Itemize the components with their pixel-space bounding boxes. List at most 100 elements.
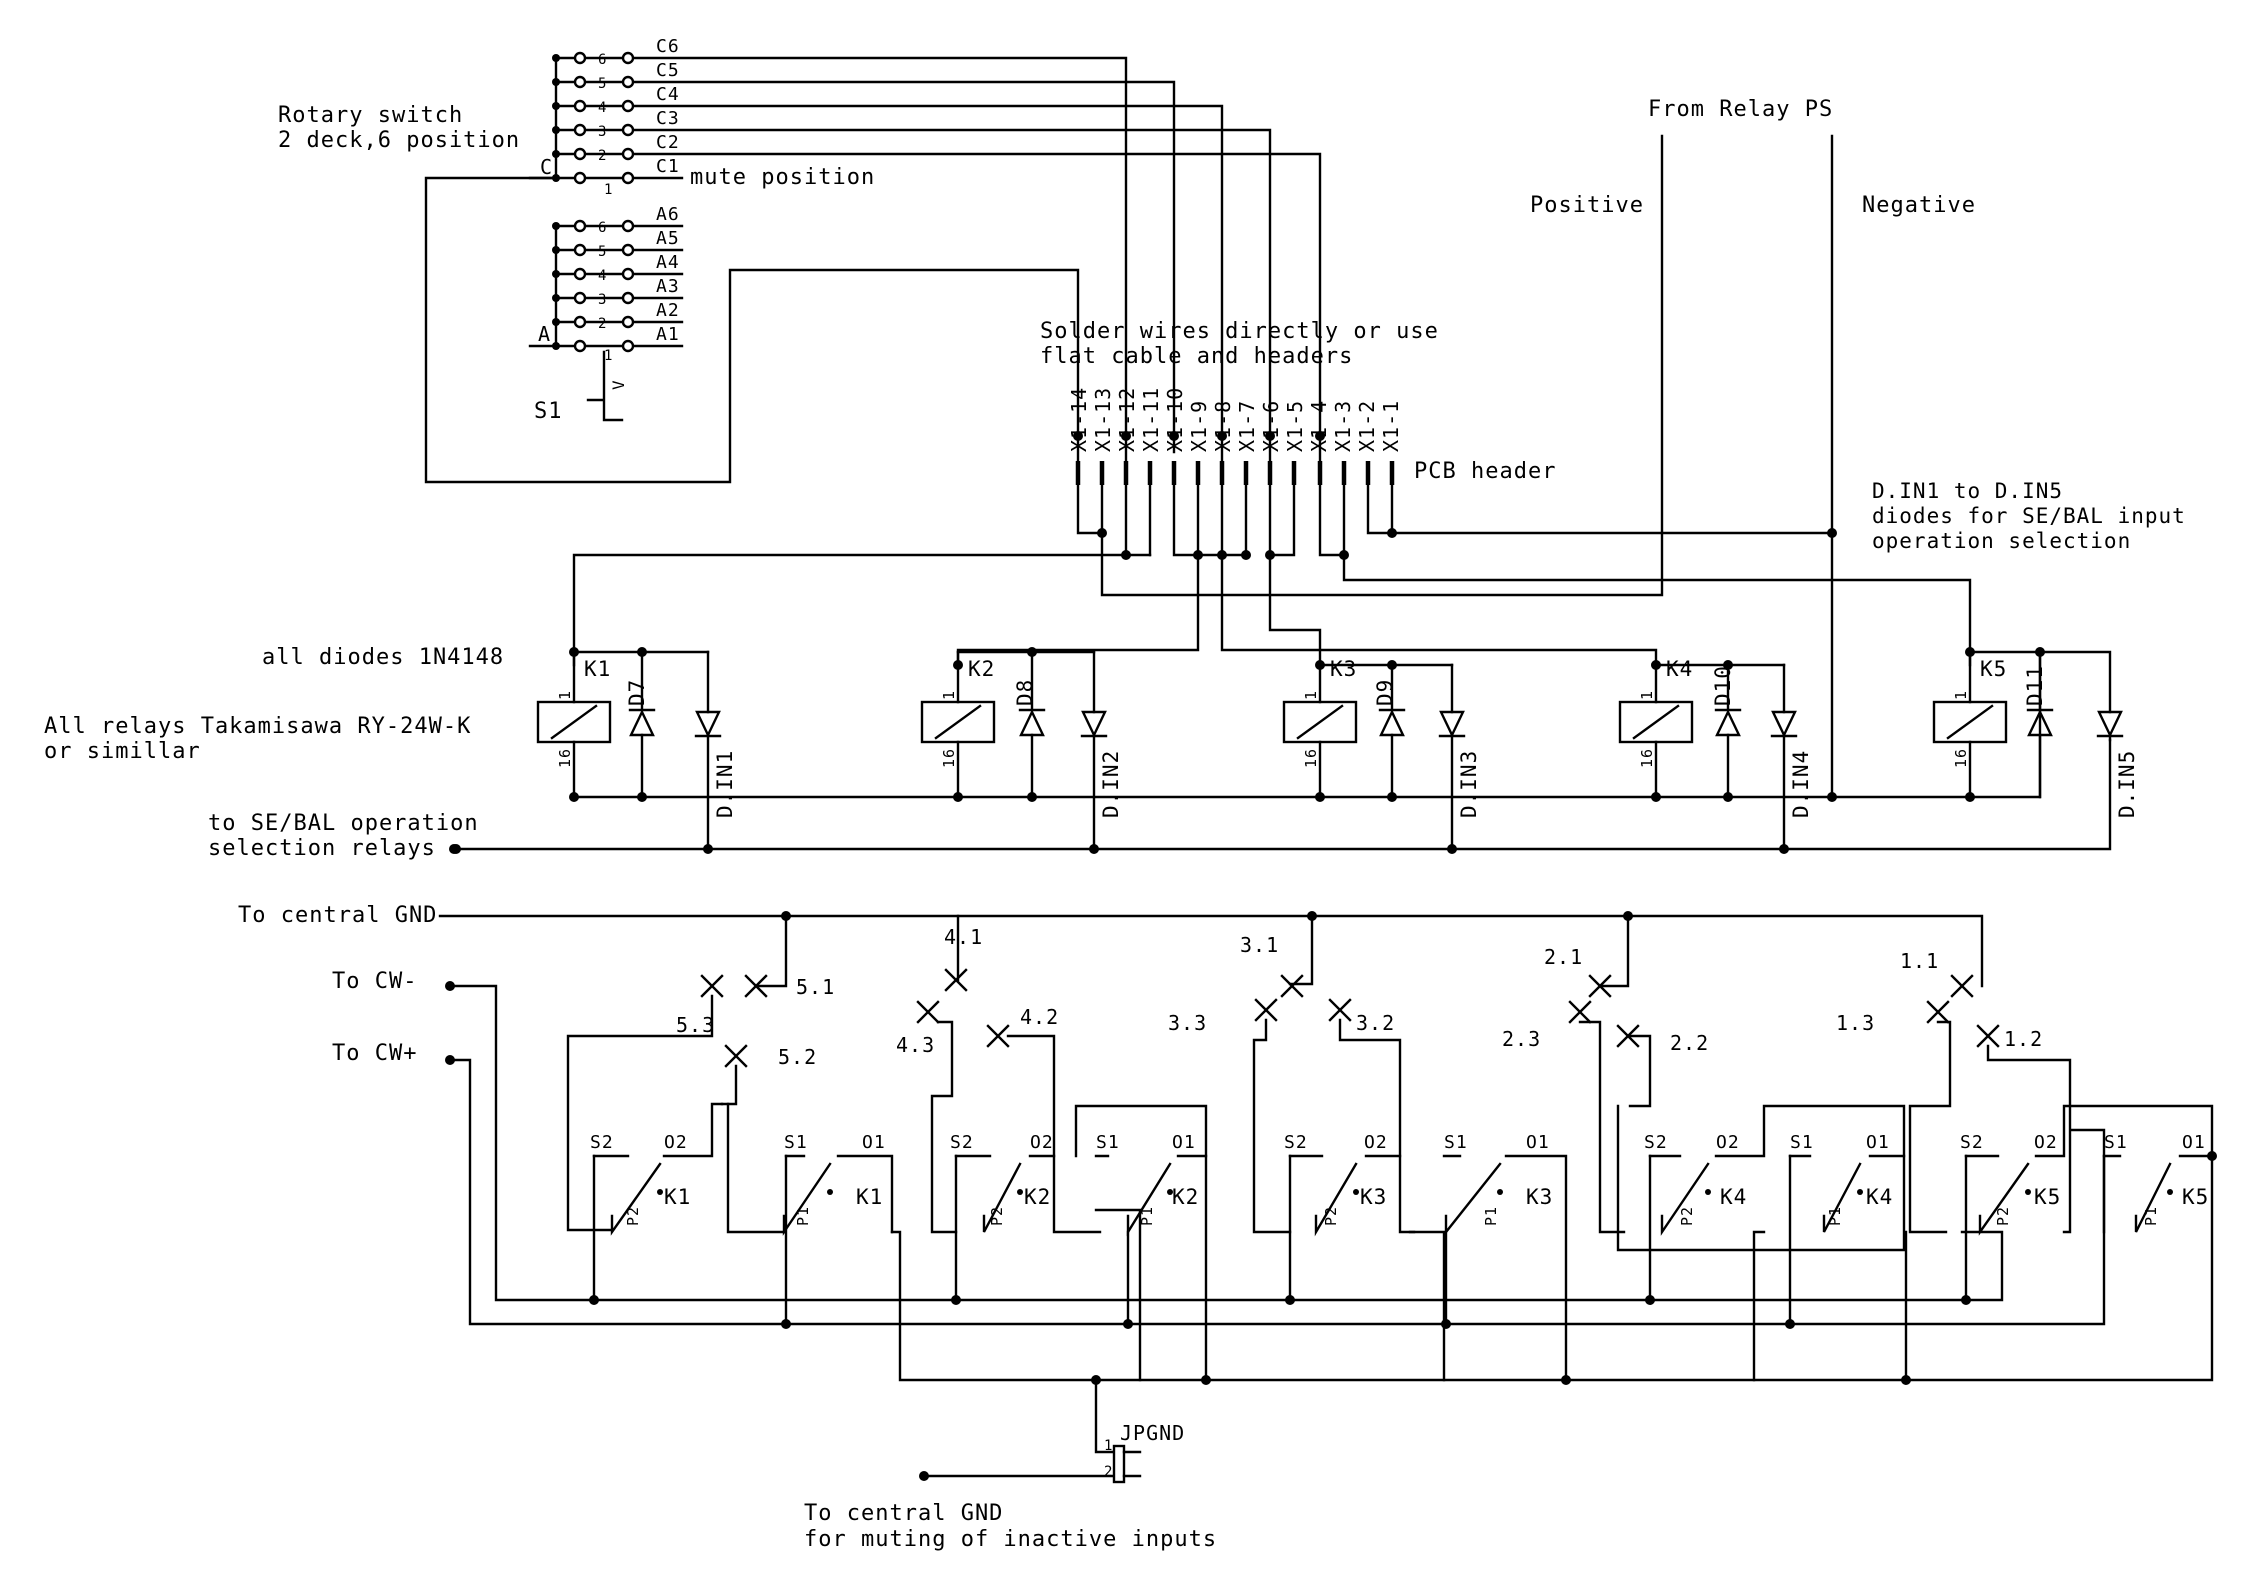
terminal-4-3: 4.3 (896, 1033, 935, 1057)
input-2-terminals: 2.1 2.2 2.3 (1502, 945, 1708, 1234)
terminal-4-1: 4.1 (944, 925, 983, 949)
mute-position-note: mute position (690, 165, 875, 190)
header-pin-label-2: X1-2 (1355, 400, 1379, 452)
diode-din3-label: D.IN3 (1457, 750, 1481, 818)
header-wiring (572, 134, 1972, 799)
relay-k1-label: K1 (584, 657, 611, 681)
input-1-terminals: 1.1 1.2 1.3 (1836, 949, 2072, 1234)
relay-contact-section: To central GND To CW- To CW+ (238, 844, 2217, 1385)
a-position-4: 4 (598, 268, 607, 284)
common-a-label: A (538, 322, 551, 346)
din-note-3: operation selection (1872, 529, 2131, 553)
c-position-6: 6 (598, 52, 607, 68)
relay-k5-label: K5 (1980, 657, 2007, 681)
relay-k4-coil: K4 D10 D.IN4 1 16 (1618, 657, 1837, 854)
header-pin-label-11: X1-11 (1139, 387, 1163, 452)
diode-din4-label: D.IN4 (1789, 750, 1813, 818)
k4-contact-label-a: K4 (1720, 1185, 1747, 1209)
a-position-1: 1 (604, 348, 613, 364)
solder-note-1: Solder wires directly or use (1040, 319, 1439, 344)
relay-k2-pin1: 1 (940, 690, 958, 700)
k3-contact-label-b: K3 (1526, 1185, 1553, 1209)
k5-s1: S1 (2104, 1132, 2128, 1153)
solder-note-2: flat cable and headers (1040, 344, 1353, 369)
diode-d10-label: D10 (1711, 665, 1735, 706)
contact-c1: C1 (656, 156, 680, 177)
header-pin-label-10: X1-10 (1163, 387, 1187, 452)
k2-contact-label-a: K2 (1024, 1185, 1051, 1209)
contact-c5: C5 (656, 60, 680, 81)
a-position-2: 2 (598, 316, 607, 332)
k1-p1: P1 (794, 1206, 812, 1226)
relays-note-1: All relays Takamisawa RY-24W-K (44, 714, 471, 739)
relay-k3-coil: K3 D9 D.IN3 1 16 (1282, 657, 1481, 854)
se-bal-note-1: to SE/BAL operation (208, 811, 479, 836)
mute-gnd-note-1: To central GND (804, 1501, 1003, 1526)
k3-contacts: S2 O2 P2 K3 S1 O1 P1 K3 (1284, 1132, 1568, 1382)
k3-o2: O2 (1364, 1132, 1388, 1153)
header-pin-label-8: X1-8 (1211, 400, 1235, 452)
diode-d11-label: D11 (2023, 665, 2047, 706)
diode-d8-label: D8 (1013, 679, 1037, 706)
k5-s2: S2 (1960, 1132, 1984, 1153)
k2-p2: P2 (988, 1206, 1006, 1226)
k4-p2: P2 (1678, 1206, 1696, 1226)
k1-contacts: S2 O2 P2 K1 S1 O1 P1 K1 (590, 1102, 894, 1326)
header-pin-label-1: X1-1 (1379, 400, 1403, 452)
k2-contact-label-b: K2 (1172, 1185, 1199, 1209)
terminal-5-3: 5.3 (676, 1013, 715, 1037)
jumper-pin-1: 1 (1104, 1438, 1113, 1454)
relay-k1-coil: K1 D7 D.IN1 1 16 (536, 647, 737, 854)
contact-a6: A6 (656, 204, 680, 225)
diode-din1-label: D.IN1 (713, 750, 737, 818)
k5-o1: O1 (2182, 1132, 2206, 1153)
relay-k4-pin1: 1 (1638, 690, 1656, 700)
header-pin-label-6: X1-6 (1259, 400, 1283, 452)
contact-a4: A4 (656, 252, 680, 273)
k1-p2: P2 (624, 1206, 642, 1226)
relay-k3-pin1: 1 (1302, 690, 1320, 700)
k1-contact-label-b: K1 (856, 1185, 883, 1209)
diode-din5-label: D.IN5 (2115, 750, 2139, 818)
relay-k1-pin1: 1 (556, 690, 574, 700)
relay-k2-pin16: 16 (940, 748, 958, 768)
terminal-1-2: 1.2 (2004, 1027, 2043, 1051)
terminal-3-3: 3.3 (1168, 1011, 1207, 1035)
contact-c4: C4 (656, 84, 680, 105)
relay-k5-pin1: 1 (1952, 690, 1970, 700)
pcb-header: Solder wires directly or use flat cable … (1040, 97, 2186, 553)
k4-contacts: S2 O2 P2 K4 S1 O1 P1 K4 (1616, 1104, 1906, 1326)
contact-a3: A3 (656, 276, 680, 297)
k4-o2: O2 (1716, 1132, 1740, 1153)
k5-contact-label-a: K5 (2034, 1185, 2061, 1209)
mute-gnd-note-2: for muting of inactive inputs (804, 1527, 1217, 1552)
relay-k2-coil: K2 D8 D.IN2 1 16 (920, 647, 1123, 854)
k2-contacts: S2 O2 P2 K2 S1 O1 P1 K2 (950, 1104, 1208, 1382)
k3-contact-label-a: K3 (1360, 1185, 1387, 1209)
relay-k5-coil: K5 D11 D.IN5 1 16 (1932, 647, 2139, 818)
jumper-pin-2: 2 (1104, 1464, 1113, 1480)
terminal-4-2: 4.2 (1020, 1005, 1059, 1029)
c-position-2: 2 (598, 148, 607, 164)
header-pin-label-7: X1-7 (1235, 400, 1259, 452)
k5-o2: O2 (2034, 1132, 2058, 1153)
diode-d9-label: D9 (1373, 679, 1397, 706)
c-position-4: 4 (598, 100, 607, 116)
terminal-2-1: 2.1 (1544, 945, 1583, 969)
k5-p1: P1 (2142, 1206, 2160, 1226)
k2-o1: O1 (1172, 1132, 1196, 1153)
k5-p2: P2 (1994, 1206, 2012, 1226)
relay-k2-label: K2 (968, 657, 995, 681)
relay-coil-row: all diodes 1N4148 All relays Takamisawa … (44, 645, 2139, 861)
rotary-switch-title-2: 2 deck,6 position (278, 128, 520, 153)
contact-c2: C2 (656, 132, 680, 153)
k3-p1: P1 (1482, 1206, 1500, 1226)
c-position-3: 3 (598, 124, 607, 140)
input-4-terminals: 4.1 4.2 4.3 (896, 925, 1102, 1234)
header-pin-label-5: X1-5 (1283, 400, 1307, 452)
k1-o2: O2 (664, 1132, 688, 1153)
terminal-2-3: 2.3 (1502, 1027, 1541, 1051)
relay-contacts: S2 O2 P2 K1 S1 O1 P1 K1 S2 O2 P2 K2 S1 (590, 1102, 2214, 1382)
din-note-2: diodes for SE/BAL input (1872, 504, 2186, 528)
